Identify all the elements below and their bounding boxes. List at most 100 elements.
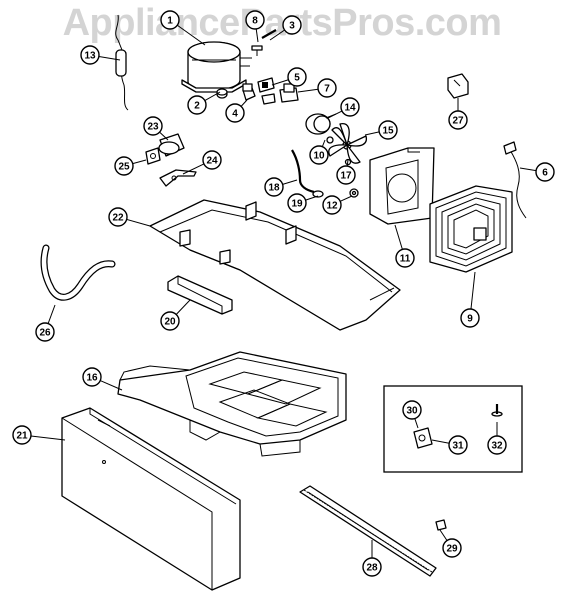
part-23-capacitor xyxy=(158,133,185,157)
part-29-clip xyxy=(435,519,447,531)
callout-19: 19 xyxy=(287,193,307,213)
callout-3: 3 xyxy=(282,15,302,35)
callout-14: 14 xyxy=(340,97,360,117)
callout-number-15: 15 xyxy=(382,126,394,137)
callout-circle-21 xyxy=(12,425,32,445)
part-18-bracket xyxy=(291,149,315,194)
callout-10: 10 xyxy=(309,145,329,165)
callout-number-26: 26 xyxy=(39,328,51,339)
leader-26 xyxy=(47,304,56,324)
callout-16: 16 xyxy=(82,367,102,387)
part-20-rail xyxy=(167,275,233,315)
leader-3 xyxy=(269,29,285,41)
callout-11: 11 xyxy=(395,248,415,268)
watermark: AppliancePartsPros.com xyxy=(62,2,502,44)
callout-number-14: 14 xyxy=(344,103,356,114)
leader-7 xyxy=(297,88,319,93)
callout-2: 2 xyxy=(187,95,207,115)
callout-number-2: 2 xyxy=(194,101,200,112)
callout-circle-15 xyxy=(378,120,398,140)
part-2-grommet xyxy=(216,88,228,99)
part-25-clamp xyxy=(145,147,161,165)
leader-9 xyxy=(470,271,476,310)
part-22-base-plate xyxy=(149,199,401,331)
callout-number-28: 28 xyxy=(366,563,378,574)
callout-circle-20 xyxy=(160,311,180,331)
part-26-drain-hose xyxy=(40,244,116,301)
callout-number-30: 30 xyxy=(406,406,418,417)
callout-28: 28 xyxy=(362,557,382,577)
callout-4: 4 xyxy=(225,103,245,123)
leader-20 xyxy=(175,299,191,315)
callout-32: 32 xyxy=(487,435,507,455)
callout-circle-5 xyxy=(287,67,307,87)
callout-number-24: 24 xyxy=(206,156,218,167)
callout-circle-12 xyxy=(322,195,342,215)
callout-number-9: 9 xyxy=(467,314,473,325)
part-13-drier xyxy=(115,14,129,111)
part-27-connector xyxy=(447,73,469,99)
callout-circle-2 xyxy=(187,95,207,115)
part-1-compressor xyxy=(181,41,252,93)
part-8-screw xyxy=(251,45,263,56)
callout-21: 21 xyxy=(12,425,32,445)
callout-circle-27 xyxy=(448,110,468,130)
callout-25: 25 xyxy=(114,156,134,176)
callout-circle-25 xyxy=(114,156,134,176)
callout-number-27: 27 xyxy=(452,116,464,127)
leader-24 xyxy=(182,163,205,175)
callout-number-21: 21 xyxy=(16,431,28,442)
callout-number-3: 3 xyxy=(289,21,295,32)
callout-number-32: 32 xyxy=(491,441,503,452)
leader-30 xyxy=(414,418,419,429)
inset-box xyxy=(383,385,523,473)
callout-12: 12 xyxy=(322,195,342,215)
leader-13 xyxy=(98,55,121,61)
callout-number-4: 4 xyxy=(232,109,238,120)
part-14-fan-motor xyxy=(305,113,337,135)
leader-19 xyxy=(305,195,319,201)
callout-circle-28 xyxy=(362,557,382,577)
callout-circle-24 xyxy=(202,150,222,170)
callout-22: 22 xyxy=(108,207,128,227)
callout-number-13: 13 xyxy=(84,51,96,62)
leader-15 xyxy=(364,131,380,136)
callout-18: 18 xyxy=(264,177,284,197)
callout-number-23: 23 xyxy=(147,122,159,133)
callout-leaders xyxy=(30,24,537,558)
part-5-overload xyxy=(257,77,275,93)
callout-24: 24 xyxy=(202,150,222,170)
callout-7: 7 xyxy=(317,78,337,98)
callout-circle-30 xyxy=(402,400,422,420)
callout-circle-9 xyxy=(460,308,480,328)
part-4-relay xyxy=(242,83,256,101)
callout-circle-17 xyxy=(336,165,356,185)
callout-17: 17 xyxy=(336,165,356,185)
leader-8 xyxy=(255,28,259,43)
part-7-capacitor-relay xyxy=(261,83,299,105)
callout-number-1: 1 xyxy=(167,16,173,27)
leader-2 xyxy=(204,91,221,102)
callout-number-25: 25 xyxy=(118,162,130,173)
leader-23 xyxy=(159,131,169,141)
part-12-grommet xyxy=(349,188,359,198)
callout-1: 1 xyxy=(160,10,180,30)
callout-27: 27 xyxy=(448,110,468,130)
part-28-grille xyxy=(299,485,437,577)
leader-11 xyxy=(394,224,403,250)
callout-circle-16 xyxy=(82,367,102,387)
callout-31: 31 xyxy=(448,435,468,455)
leader-5 xyxy=(271,79,289,86)
part-10-fan-hub xyxy=(326,136,334,144)
leader-22 xyxy=(126,218,151,227)
part-31-bracket xyxy=(413,427,433,449)
part-6-sensor-wire xyxy=(503,141,527,219)
leader-1 xyxy=(177,24,206,46)
callout-number-11: 11 xyxy=(400,254,411,265)
callout-number-20: 20 xyxy=(164,317,176,328)
leader-25 xyxy=(132,159,147,165)
callout-circle-8 xyxy=(245,10,265,30)
callout-circle-6 xyxy=(535,162,555,182)
leader-14 xyxy=(327,110,343,119)
